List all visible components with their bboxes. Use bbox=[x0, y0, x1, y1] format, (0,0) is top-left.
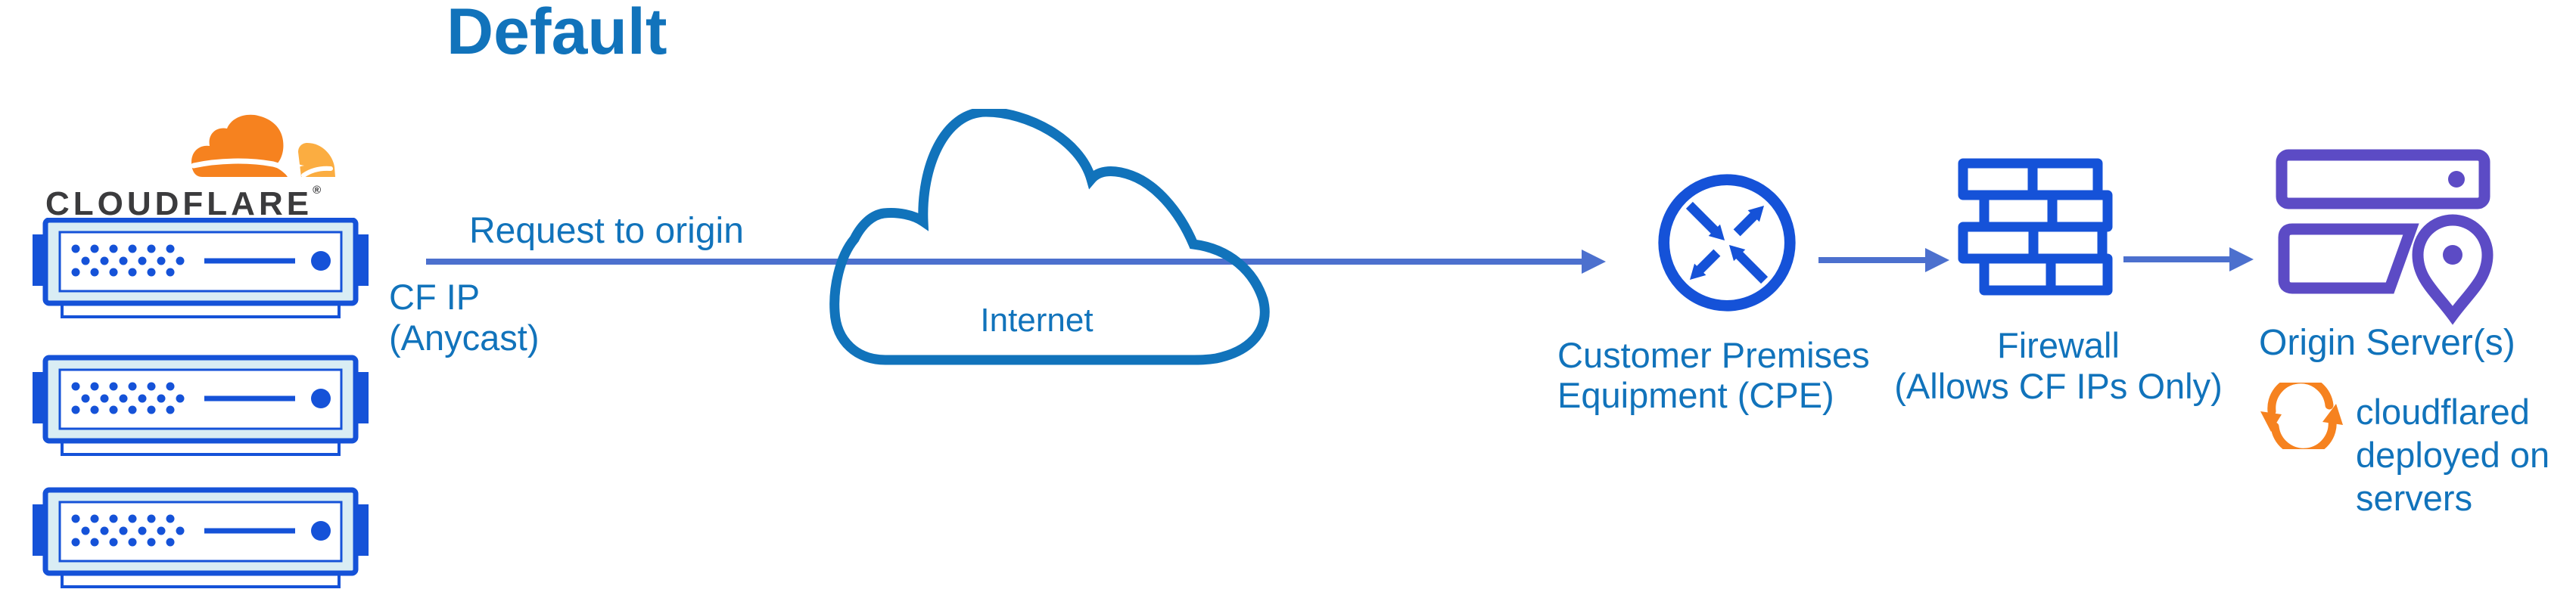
cpe-label: Customer Premises Equipment (CPE) bbox=[1557, 335, 1870, 415]
cloudflared-sync-icon bbox=[2260, 383, 2343, 449]
cloudflare-swoosh-small bbox=[301, 166, 333, 178]
cpe-to-firewall-arrow bbox=[1818, 248, 1949, 272]
server-icon-2 bbox=[33, 358, 369, 454]
cloudflare-swoosh bbox=[191, 158, 291, 174]
server-icon-1 bbox=[33, 220, 369, 317]
firewall-to-origin-arrow bbox=[2123, 247, 2254, 271]
origin-servers-label: Origin Server(s) bbox=[2259, 323, 2515, 363]
cloudflare-wordmark-text: CLOUDFLARE bbox=[45, 185, 313, 222]
firewall-label: Firewall (Allows CF IPs Only) bbox=[1877, 325, 2240, 407]
cloudflare-wordmark: CLOUDFLARE® bbox=[45, 184, 321, 223]
firewall-icon bbox=[1958, 158, 2113, 296]
firewall-label-line1: Firewall bbox=[1997, 325, 2120, 365]
request-to-origin-label: Request to origin bbox=[469, 211, 744, 251]
cloudflare-logo-icon bbox=[191, 114, 335, 178]
cf-ip-anycast-label: CF IP (Anycast) bbox=[389, 277, 540, 358]
request-arrow bbox=[426, 250, 1606, 274]
server-icon-3 bbox=[33, 490, 369, 587]
cpe-router-icon bbox=[1658, 174, 1796, 312]
cloudflared-line1: cloudflared bbox=[2356, 392, 2530, 432]
origin-servers-icon bbox=[2276, 149, 2494, 325]
cloudflare-cloud-dark bbox=[191, 114, 288, 177]
cloudflare-star bbox=[282, 154, 304, 178]
cf-ip-line1: CF IP bbox=[389, 277, 481, 317]
cpe-label-line2: Equipment (CPE) bbox=[1557, 375, 1834, 415]
cloudflared-label: cloudflared deployed on servers bbox=[2356, 390, 2550, 519]
cloudflared-line2: deployed on bbox=[2356, 435, 2550, 475]
cpe-label-line1: Customer Premises bbox=[1557, 335, 1870, 375]
firewall-label-line2: (Allows CF IPs Only) bbox=[1894, 366, 2223, 406]
cf-ip-line2: (Anycast) bbox=[389, 318, 540, 358]
cloudflare-edge-servers bbox=[33, 218, 369, 590]
page-title: Default bbox=[446, 0, 667, 68]
internet-cloud-icon bbox=[829, 109, 1270, 365]
registered-mark: ® bbox=[313, 184, 322, 197]
internet-label: Internet bbox=[980, 302, 1094, 339]
cloudflared-line3: servers bbox=[2356, 478, 2473, 518]
